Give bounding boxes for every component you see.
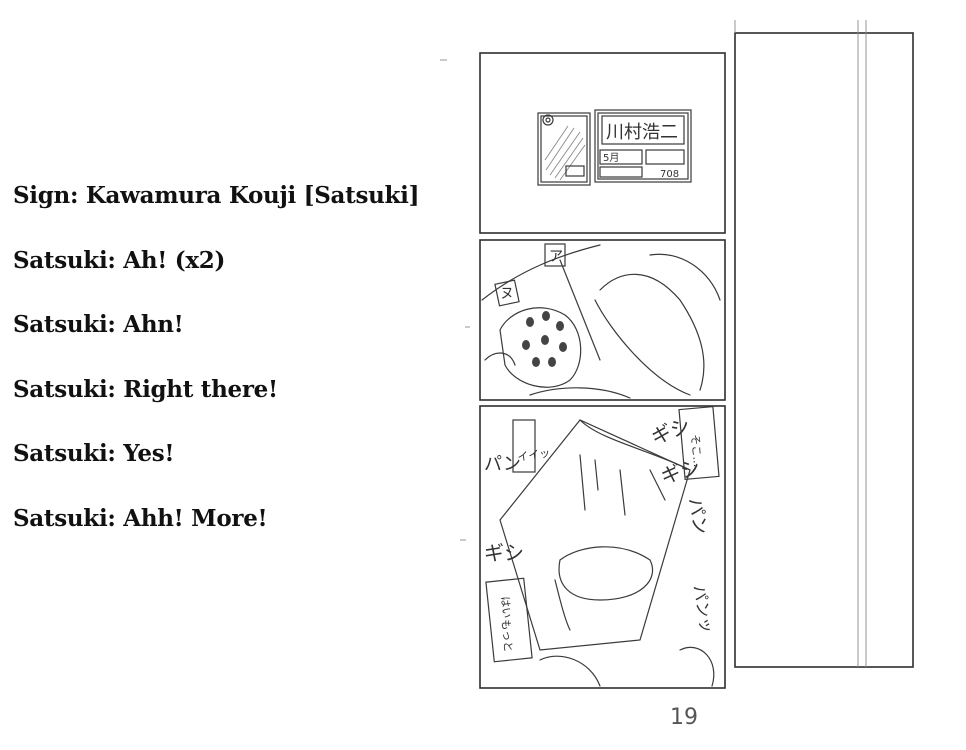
nameplate-room: 708 bbox=[660, 169, 679, 180]
translation-line-more: Satsuki: Ahh! More! bbox=[13, 504, 268, 532]
sfx-gishi-1: ギシ bbox=[648, 413, 694, 449]
sfx-hai: はい bbox=[498, 596, 513, 619]
sfx-pan-2: パン bbox=[684, 496, 711, 536]
translation-text-block: Sign: Kawamura Kouji [Satsuki] Satsuki: … bbox=[13, 178, 453, 565]
sfx-a: ア bbox=[549, 249, 563, 265]
translation-line-yes: Satsuki: Yes! bbox=[13, 440, 175, 467]
sfx-iii: イイッ bbox=[517, 446, 551, 463]
page-number: 19 bbox=[670, 705, 698, 730]
panel-nameplate: 川村浩二 5月 708 bbox=[479, 52, 726, 234]
sfx-pan-1: パン bbox=[484, 454, 521, 475]
sfx-gishi-3: ギシ bbox=[484, 541, 524, 565]
panel-action: イイッ パン ギシ ギシ ギシ パン パンッ そこ… はい もっと bbox=[479, 405, 726, 689]
nameplate-name: 川村浩二 bbox=[606, 122, 678, 143]
translation-line-ahn: Satsuki: Ahn! bbox=[13, 311, 184, 338]
panel-building bbox=[734, 20, 914, 668]
sfx-nu: ヌ bbox=[500, 286, 514, 302]
panel-closeup: ア ヌ bbox=[479, 239, 726, 401]
sfx-motto: もっと bbox=[499, 619, 515, 653]
translation-line-sign: Sign: Kawamura Kouji [Satsuki] bbox=[13, 182, 420, 209]
nameplate-month: 5月 bbox=[603, 152, 619, 164]
sfx-gishi-2: ギシ bbox=[658, 455, 703, 489]
translation-line-right-there: Satsuki: Right there! bbox=[13, 375, 278, 403]
sfx-pan-3: パンッ bbox=[689, 583, 716, 634]
sfx-soko: そこ… bbox=[688, 434, 704, 468]
translation-line-ah: Satsuki: Ah! (x2) bbox=[13, 246, 226, 274]
